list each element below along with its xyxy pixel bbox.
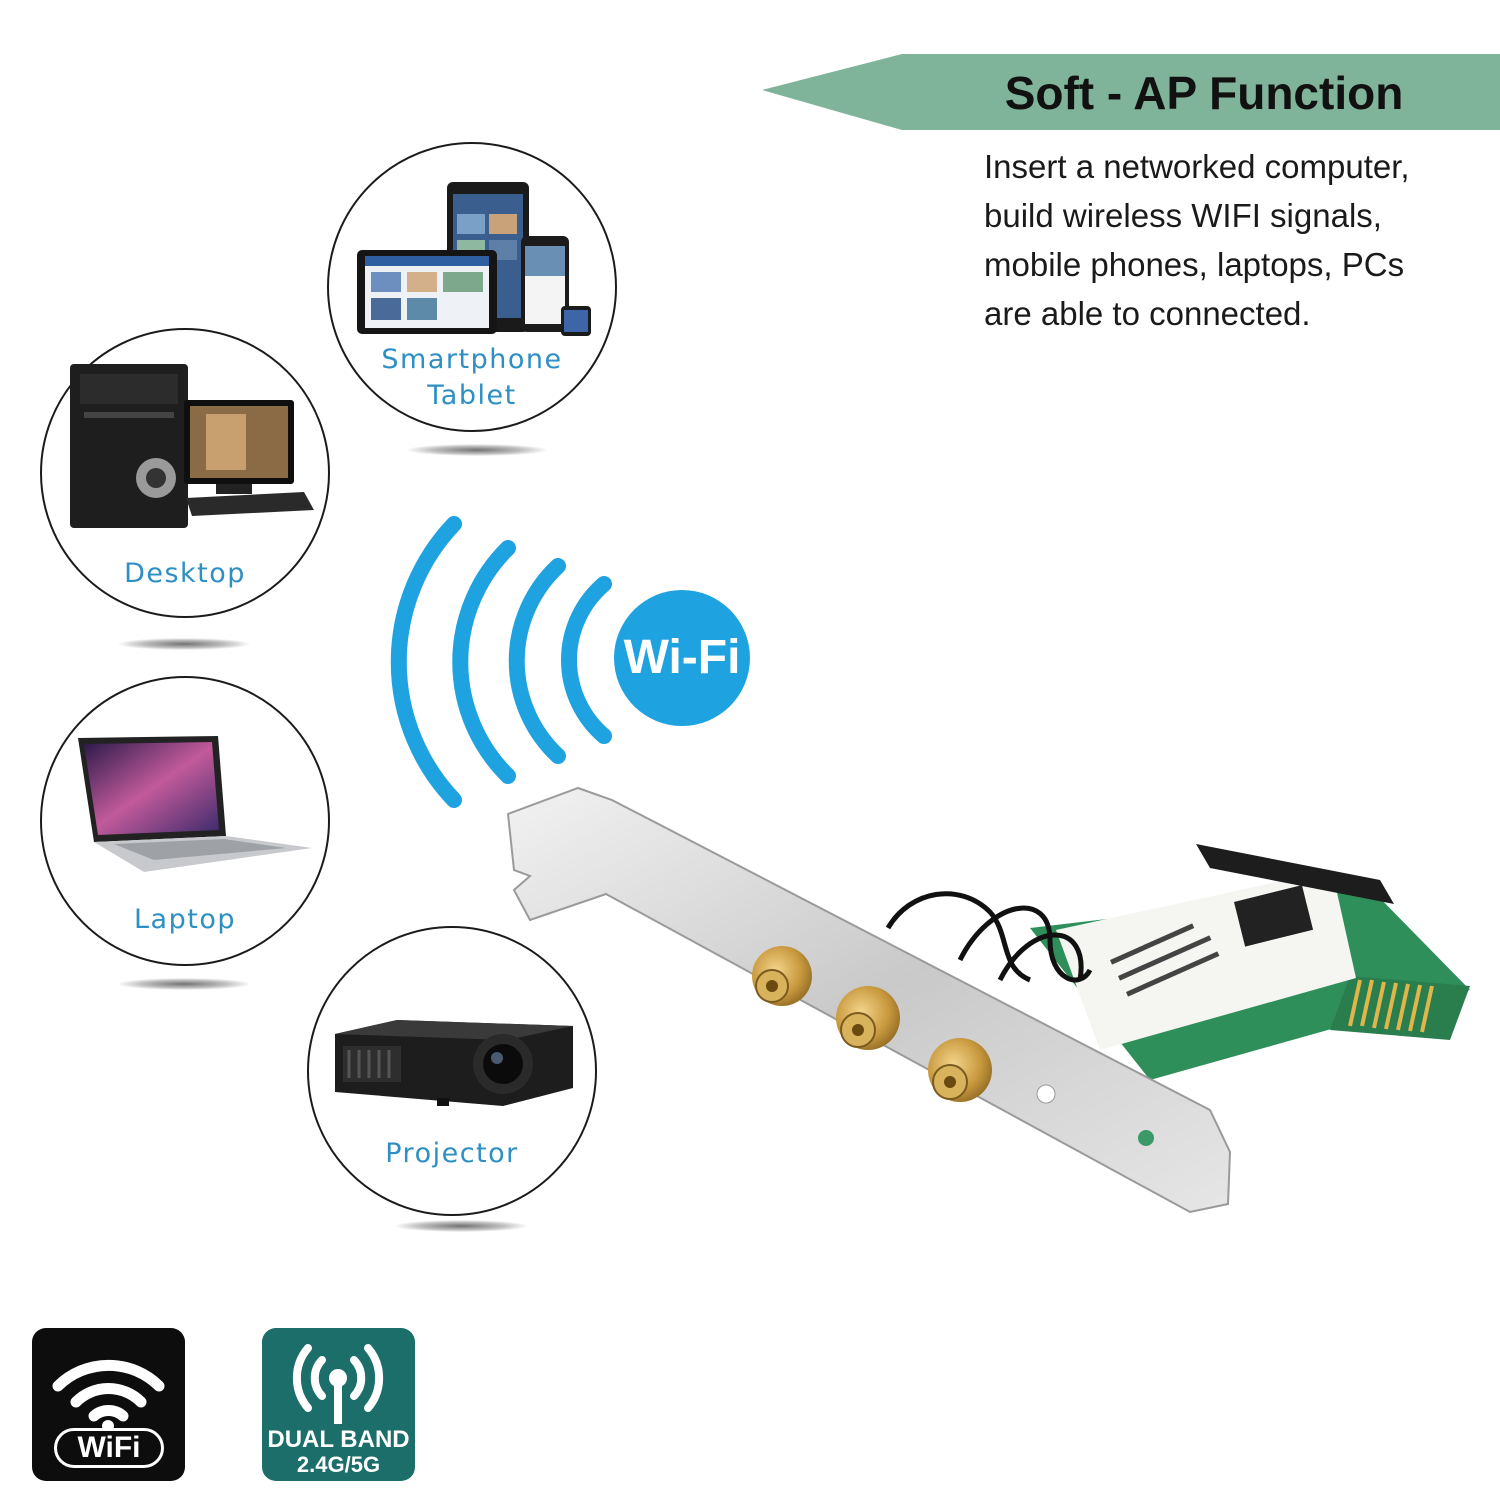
ground-shadow — [407, 444, 547, 456]
device-label: Tablet — [427, 380, 517, 411]
description-line: are able to connected. — [984, 295, 1311, 332]
dual-band-badge: DUAL BAND 2.4G/5G — [262, 1328, 415, 1481]
projector-icon — [335, 1020, 573, 1106]
description: Insert a networked computer, build wirel… — [984, 142, 1484, 338]
dual-band-label: DUAL BAND — [267, 1426, 410, 1453]
description-line: Insert a networked computer, — [984, 148, 1410, 185]
wifi-logo-badge: WiFi — [32, 1328, 185, 1481]
banner-arrow-shape — [762, 54, 1500, 130]
device-label: Smartphone — [381, 344, 563, 375]
device-desktop: Desktop — [40, 328, 330, 658]
desktop-computer-icon — [70, 364, 314, 528]
device-projector: Projector — [307, 926, 597, 1246]
ground-shadow — [395, 1220, 527, 1232]
antenna-signal-icon — [292, 1344, 384, 1424]
header-banner: Soft - AP Function — [762, 54, 1500, 130]
device-label: Laptop — [134, 904, 236, 935]
device-label: Projector — [385, 1138, 519, 1169]
frequency-label: 2.4G/5G — [296, 1452, 381, 1477]
wifi-icon — [52, 1359, 165, 1430]
device-label: Desktop — [124, 558, 246, 589]
wifi-waves-icon — [390, 516, 612, 808]
description-line: mobile phones, laptops, PCs — [984, 246, 1405, 283]
tablet-phone-icon — [357, 182, 591, 336]
wifi-badge-label: WiFi — [54, 1428, 164, 1468]
device-laptop: Laptop — [40, 676, 330, 996]
page-title: Soft - AP Function — [1004, 67, 1404, 119]
wifi-label: Wi-Fi — [623, 631, 741, 684]
wifi-badge: Wi-Fi — [614, 590, 750, 726]
description-line: build wireless WIFI signals, — [984, 197, 1382, 234]
ground-shadow — [118, 638, 250, 650]
ground-shadow — [118, 978, 250, 990]
device-smartphone-tablet: Smartphone Tablet — [327, 142, 617, 462]
laptop-icon — [78, 736, 312, 872]
pcie-wifi-card-icon — [506, 786, 1470, 1214]
